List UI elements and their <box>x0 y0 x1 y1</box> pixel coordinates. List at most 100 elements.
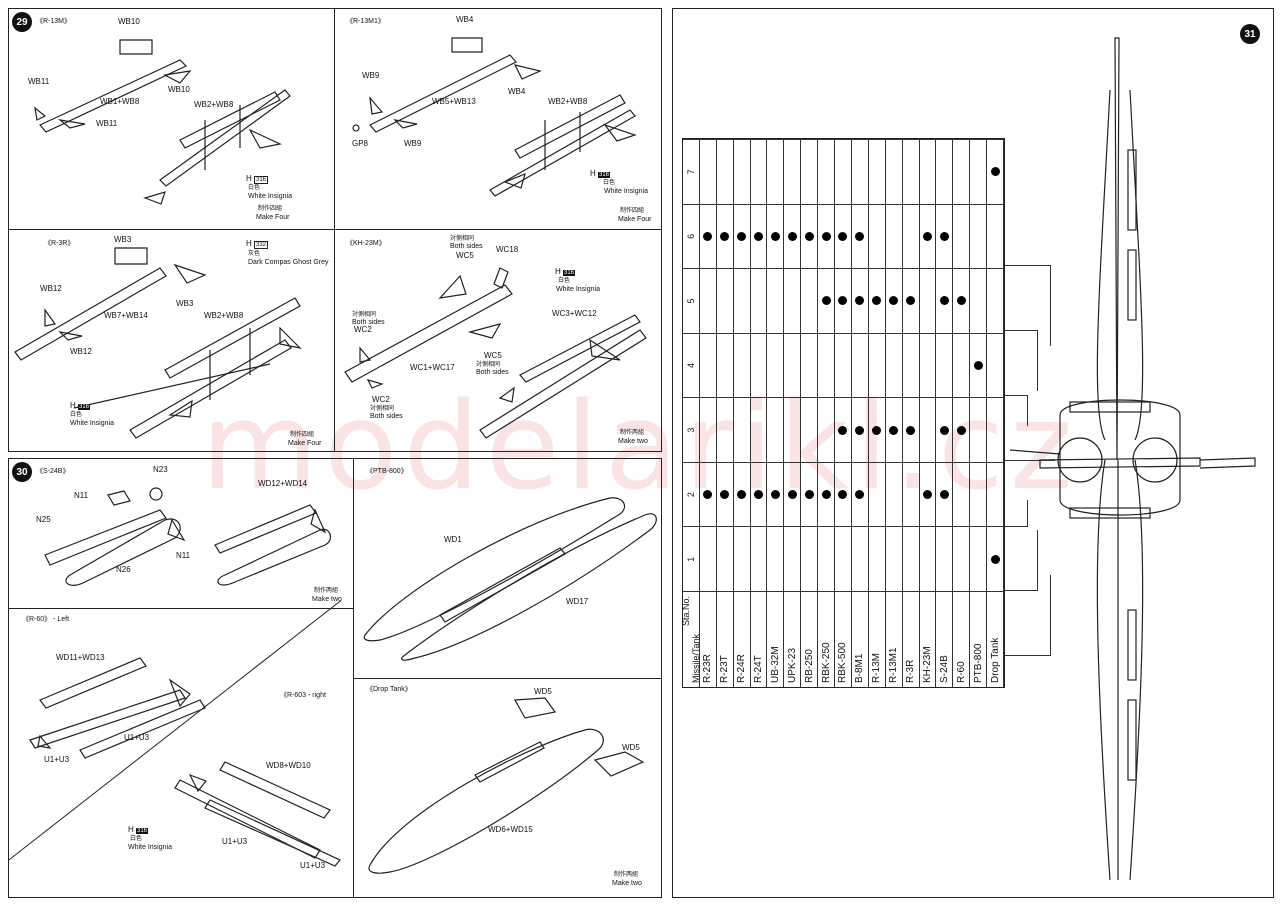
load-dot <box>720 231 730 241</box>
load-name: RBK-250 <box>818 591 836 687</box>
r3r-drawing <box>14 247 302 439</box>
load-dot <box>956 296 966 306</box>
label-wc18: WC18 <box>496 245 519 254</box>
load-cell <box>885 268 903 333</box>
r60-right-title: 《R-603 - right <box>280 692 326 699</box>
load-dot <box>939 490 949 500</box>
label-wb3b: WB3 <box>176 299 194 308</box>
load-cell <box>835 461 852 527</box>
station-header: 7 <box>683 139 700 204</box>
load-dot <box>838 425 848 435</box>
label-wb10b: WB10 <box>168 85 190 94</box>
make-cn: 制作两組 <box>620 430 645 436</box>
load-cell <box>936 526 954 591</box>
load-cell <box>936 139 954 204</box>
r60-left-title: 《R-60》 - Left <box>22 616 70 623</box>
load-cell <box>716 461 734 527</box>
load-cell <box>868 526 886 591</box>
load-cell <box>733 203 751 269</box>
make-cn: 制作两組 <box>314 588 339 594</box>
label-wb12a: WB12 <box>40 284 62 293</box>
load-cell <box>818 526 836 591</box>
load-cell <box>733 397 751 462</box>
load-dot <box>770 231 780 241</box>
load-name: R-23T <box>716 591 734 687</box>
load-name: PTB-800 <box>970 591 988 687</box>
label-wb9b: WB9 <box>404 139 422 148</box>
load-dot <box>737 231 747 241</box>
load-cell <box>716 332 734 398</box>
load-cell <box>851 332 869 398</box>
load-cell <box>699 397 717 462</box>
load-cell <box>818 461 836 527</box>
insignia-en: White Insignia <box>128 844 172 851</box>
drop-drawing <box>368 697 645 874</box>
header-missile-tank: Missile/Tank <box>690 633 700 683</box>
label-u1u3a: U1+U3 <box>124 733 150 742</box>
load-dot <box>703 490 713 500</box>
label-u1u3b: U1+U3 <box>44 755 70 764</box>
load-cell <box>835 139 852 204</box>
label-wb4a: WB4 <box>456 15 474 24</box>
load-cell <box>885 461 903 527</box>
label-wb12b: WB12 <box>70 347 92 356</box>
label-wb11b: WB11 <box>96 119 118 128</box>
load-cell <box>953 203 971 269</box>
make-cn: 制作两組 <box>614 872 639 878</box>
load-cell <box>885 139 903 204</box>
load-dot <box>906 296 916 306</box>
load-cell <box>919 526 937 591</box>
load-cell <box>868 332 886 398</box>
load-cell <box>699 139 717 204</box>
load-cell <box>987 203 1004 269</box>
make-en: Make Four <box>256 214 290 221</box>
grey-cn: 灰色 <box>248 251 261 257</box>
load-cell <box>699 461 717 527</box>
label-wb11a: WB11 <box>28 77 50 86</box>
both-sides-cn: 対側相同 <box>476 362 501 368</box>
station-connector-1 <box>1005 265 1051 346</box>
load-cell <box>699 332 717 398</box>
load-cell <box>953 139 971 204</box>
load-cell <box>767 203 785 269</box>
load-cell <box>919 139 937 204</box>
load-cell <box>750 203 768 269</box>
load-cell <box>868 461 886 527</box>
insignia-code: H 316 <box>246 174 269 184</box>
load-cell <box>767 268 785 333</box>
load-cell <box>750 461 768 527</box>
load-cell <box>987 139 1004 204</box>
load-cell <box>835 268 852 333</box>
load-cell <box>902 526 920 591</box>
load-cell <box>851 397 869 462</box>
label-wc2a: WC2 <box>354 325 372 334</box>
label-n25: N25 <box>36 515 51 524</box>
load-cell <box>784 203 802 269</box>
load-cell <box>885 526 903 591</box>
label-wc5b: WC5 <box>484 351 502 360</box>
label-wc2b: WC2 <box>372 395 390 404</box>
load-dot <box>787 490 797 500</box>
load-cell <box>851 203 869 269</box>
make-cn: 制作四組 <box>620 208 645 214</box>
load-name: R-24R <box>733 591 751 687</box>
load-cell <box>767 397 785 462</box>
load-cell <box>801 461 819 527</box>
load-cell <box>784 268 802 333</box>
both-sides-en: Both sides <box>450 243 483 250</box>
drop-title: 《Drop Tank》 <box>366 686 412 693</box>
load-dot <box>821 296 831 306</box>
r13m-drawing <box>34 39 291 205</box>
label-wb5wb13: WB5+WB13 <box>432 97 476 106</box>
ptb800-drawing <box>363 497 657 661</box>
both-sides-cn: 対側相同 <box>450 236 475 242</box>
label-u1u3d: U1+U3 <box>300 861 326 870</box>
load-dot <box>939 296 949 306</box>
insignia-cn: 白色 <box>130 836 143 842</box>
label-wb3a: WB3 <box>114 235 132 244</box>
load-cell <box>953 397 971 462</box>
load-cell <box>970 332 988 398</box>
load-cell <box>868 139 886 204</box>
r60-left-drawing <box>29 657 206 759</box>
load-dot <box>922 490 932 500</box>
